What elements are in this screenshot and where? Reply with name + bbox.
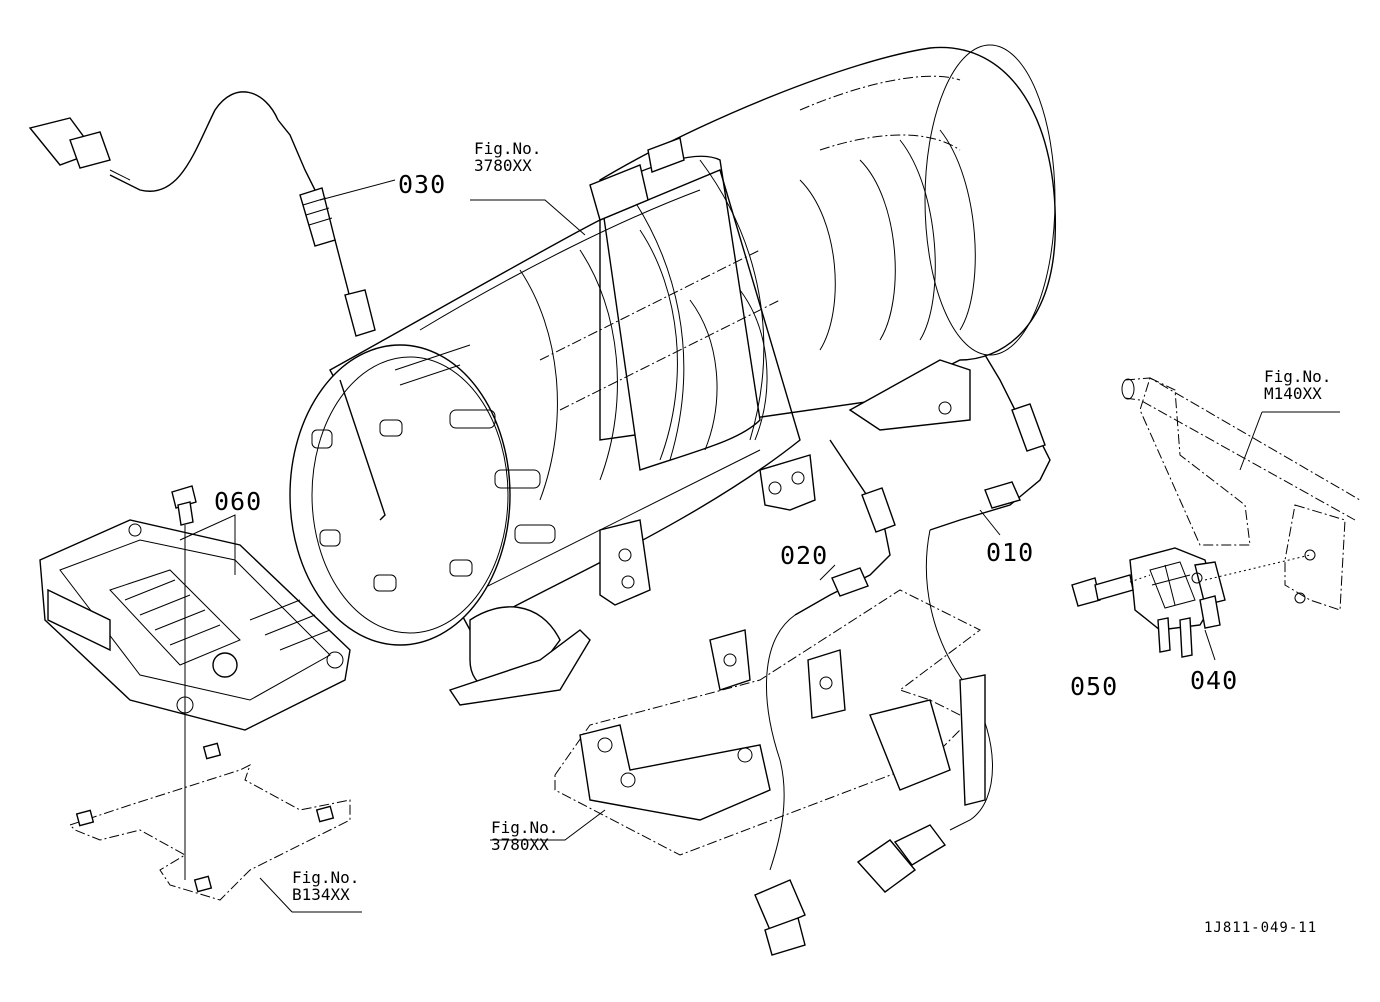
fig-ref-line2: M140XX xyxy=(1264,383,1322,403)
part-label-020: 020 xyxy=(780,541,829,570)
part-label-030: 030 xyxy=(398,170,447,199)
dpf-muffler-assembly xyxy=(289,44,1057,706)
fig-ref-line2: 3780XX xyxy=(474,155,532,175)
exhaust-temp-sensor-030 xyxy=(28,91,376,337)
fig-ref-bottom-left: Fig.No. B134XX xyxy=(292,868,360,904)
exhaust-temp-sensor-020 xyxy=(754,439,896,956)
part-label-010: 010 xyxy=(986,538,1035,567)
frame-bracket xyxy=(1121,377,1361,611)
lower-bracket-plate xyxy=(554,589,986,856)
fig-ref-line1: Fig.No. xyxy=(474,139,542,158)
fig-ref-line1: Fig.No. xyxy=(292,868,360,887)
leader-lines xyxy=(179,179,1340,913)
fig-ref-line1: Fig.No. xyxy=(491,818,559,837)
fig-ref-bottom-center: Fig.No. 3780XX xyxy=(491,818,559,854)
control-unit-060 xyxy=(39,485,351,880)
fig-ref-line2: B134XX xyxy=(292,884,350,904)
part-label-040: 040 xyxy=(1190,666,1239,695)
fig-ref-line1: Fig.No. xyxy=(1264,367,1332,386)
drawing-id: 1J811-049-11 xyxy=(1204,920,1318,936)
fig-ref-top-center: Fig.No. 3780XX xyxy=(474,139,542,175)
bolt-050 xyxy=(1071,574,1151,607)
part-label-050: 050 xyxy=(1070,672,1119,701)
part-label-060: 060 xyxy=(214,487,263,516)
exhaust-temp-sensor-010 xyxy=(856,354,1051,893)
fig-ref-line2: 3780XX xyxy=(491,834,549,854)
ecu-mounting-plate xyxy=(69,742,351,901)
fig-ref-right: Fig.No. M140XX xyxy=(1264,367,1332,403)
pressure-sensor-040 xyxy=(1129,547,1311,658)
